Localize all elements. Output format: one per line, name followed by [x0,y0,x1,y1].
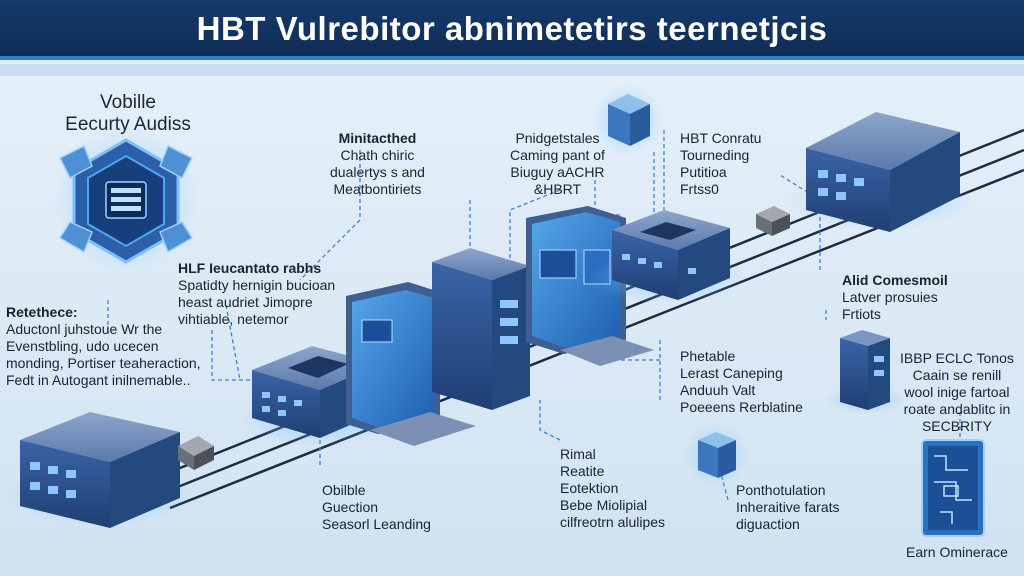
label-line: &HBRT [533,181,582,197]
label-line: dualertys s and [330,164,425,180]
label-line: Eotektion [560,480,619,496]
badge-line-1: Vobille [100,92,156,113]
title-bar: HBT Vulrebitor abnimetetirs teernetjcis [0,0,1024,60]
tower-server [432,248,530,410]
label-line: Guection [322,499,379,515]
rack-unit-right [826,330,906,414]
label-line: Biuguy aACHR [510,164,605,180]
label-line: Seasorl Leanding [322,516,431,532]
label-line: Phetable [680,348,736,364]
server-block-bottom-left [5,412,195,528]
label-line: roate andablitc in [903,401,1011,417]
monitor-center [526,206,654,366]
label-line: Bebe Miolipial [560,497,648,513]
label-line: monding, Portiser teaheraction, [6,355,201,371]
label-line: SECBRITY [921,418,992,434]
monitor-left [346,282,476,446]
label-line: Spatidty hernigin bucioan [178,277,336,293]
label-line: Frtiots [842,306,881,322]
label-line: Rimal [560,446,596,462]
label-line: Poeeens Rerblatine [680,399,803,415]
circuit-card [921,439,985,537]
label-top-mid: Pnidgetstales Caming pant of Biuguy aACH… [510,130,605,198]
label-line: cilfreotrn alulipes [560,514,666,530]
label-line: Caming pant of [510,147,605,163]
label-line: Latver prosuies [842,289,938,305]
label-line: HBT Conratu [680,130,762,146]
label-heading: Retethece: [6,304,78,320]
label-line: Reatite [560,463,605,479]
server-block-center-right [588,210,748,304]
label-top-right: HBT Conratu Tourneding Putitioa Frtss0 [680,130,761,198]
label-bottom-center: Rimal Reatite Eotektion Bebe Miolipial c… [560,446,665,531]
label-line: Frtss0 [680,181,719,197]
label-line: Tourneding [680,147,750,163]
label-heading: Minitacthed [338,130,417,146]
label-line: Earn Ominerace [906,544,1008,560]
badge-line-2: Eecurty Audiss [65,114,191,135]
label-mid-right: Phetable Lerast Caneping Anduuh Valt Poe… [680,348,803,416]
label-heading: Alid Comesmoil [842,272,948,288]
label-line: Aductonl juhstoue Wr the [6,321,163,337]
label-left: Retethece: Aductonl juhstoue Wr the Even… [6,304,201,389]
label-bottom-left: Obilble Guection Seasorl Leanding [322,482,431,533]
label-line: diguaction [736,516,800,532]
server-block-top-right [785,112,975,232]
router-node-right [756,206,790,236]
label-heading: HLF Ieucantato rabhs [178,260,322,276]
label-line: Putitioa [680,164,727,180]
label-line: wool inige fartoal [904,384,1010,400]
label-line: Caain se renill [912,367,1002,383]
router-node-left [178,436,214,470]
label-line: Evenstbling, udo ucecen [6,338,159,354]
label-line: IBBP ECLC Tonos [900,350,1014,366]
label-line: Inheraitive farats [736,499,840,515]
label-center-top: Minitacthed Chath chiric dualertys s and… [330,130,425,198]
security-audit-badge-graphic [51,125,201,275]
label-line: Anduuh Valt [680,382,756,398]
badge-title: Vobille Eecurty Audiss [48,92,208,136]
label-line: Pnidgetstales [515,130,600,146]
label-line: heast audriet Jimopre [178,294,313,310]
floating-cube-bottom [684,423,748,487]
label-line: Obilble [322,482,366,498]
label-line: vihtiable, netemor [178,311,289,327]
floating-cube-top [592,84,664,156]
label-right-badge: IBBP ECLC Tonos Caain se renill wool ini… [900,350,1014,435]
page-title: HBT Vulrebitor abnimetetirs teernetjcis [196,10,828,47]
label-line: Ponthotulation [736,482,826,498]
label-bottom-right: Ponthotulation Inheraitive farats diguac… [736,482,840,533]
label-line: Meatbontiriets [333,181,422,197]
connector-lines [107,130,961,501]
label-line: Lerast Caneping [680,365,783,381]
label-right-top: Alid Comesmoil Latver prosuies Frtiots [842,272,948,323]
label-line: Chath chiric [340,147,415,163]
label-line: Fedt in Autogant inilnemable.. [6,372,191,388]
title-band [0,64,1024,76]
label-mid-left: HLF Ieucantato rabhs Spatidty hernigin b… [178,260,335,328]
label-corner: Earn Ominerace [906,544,1008,561]
